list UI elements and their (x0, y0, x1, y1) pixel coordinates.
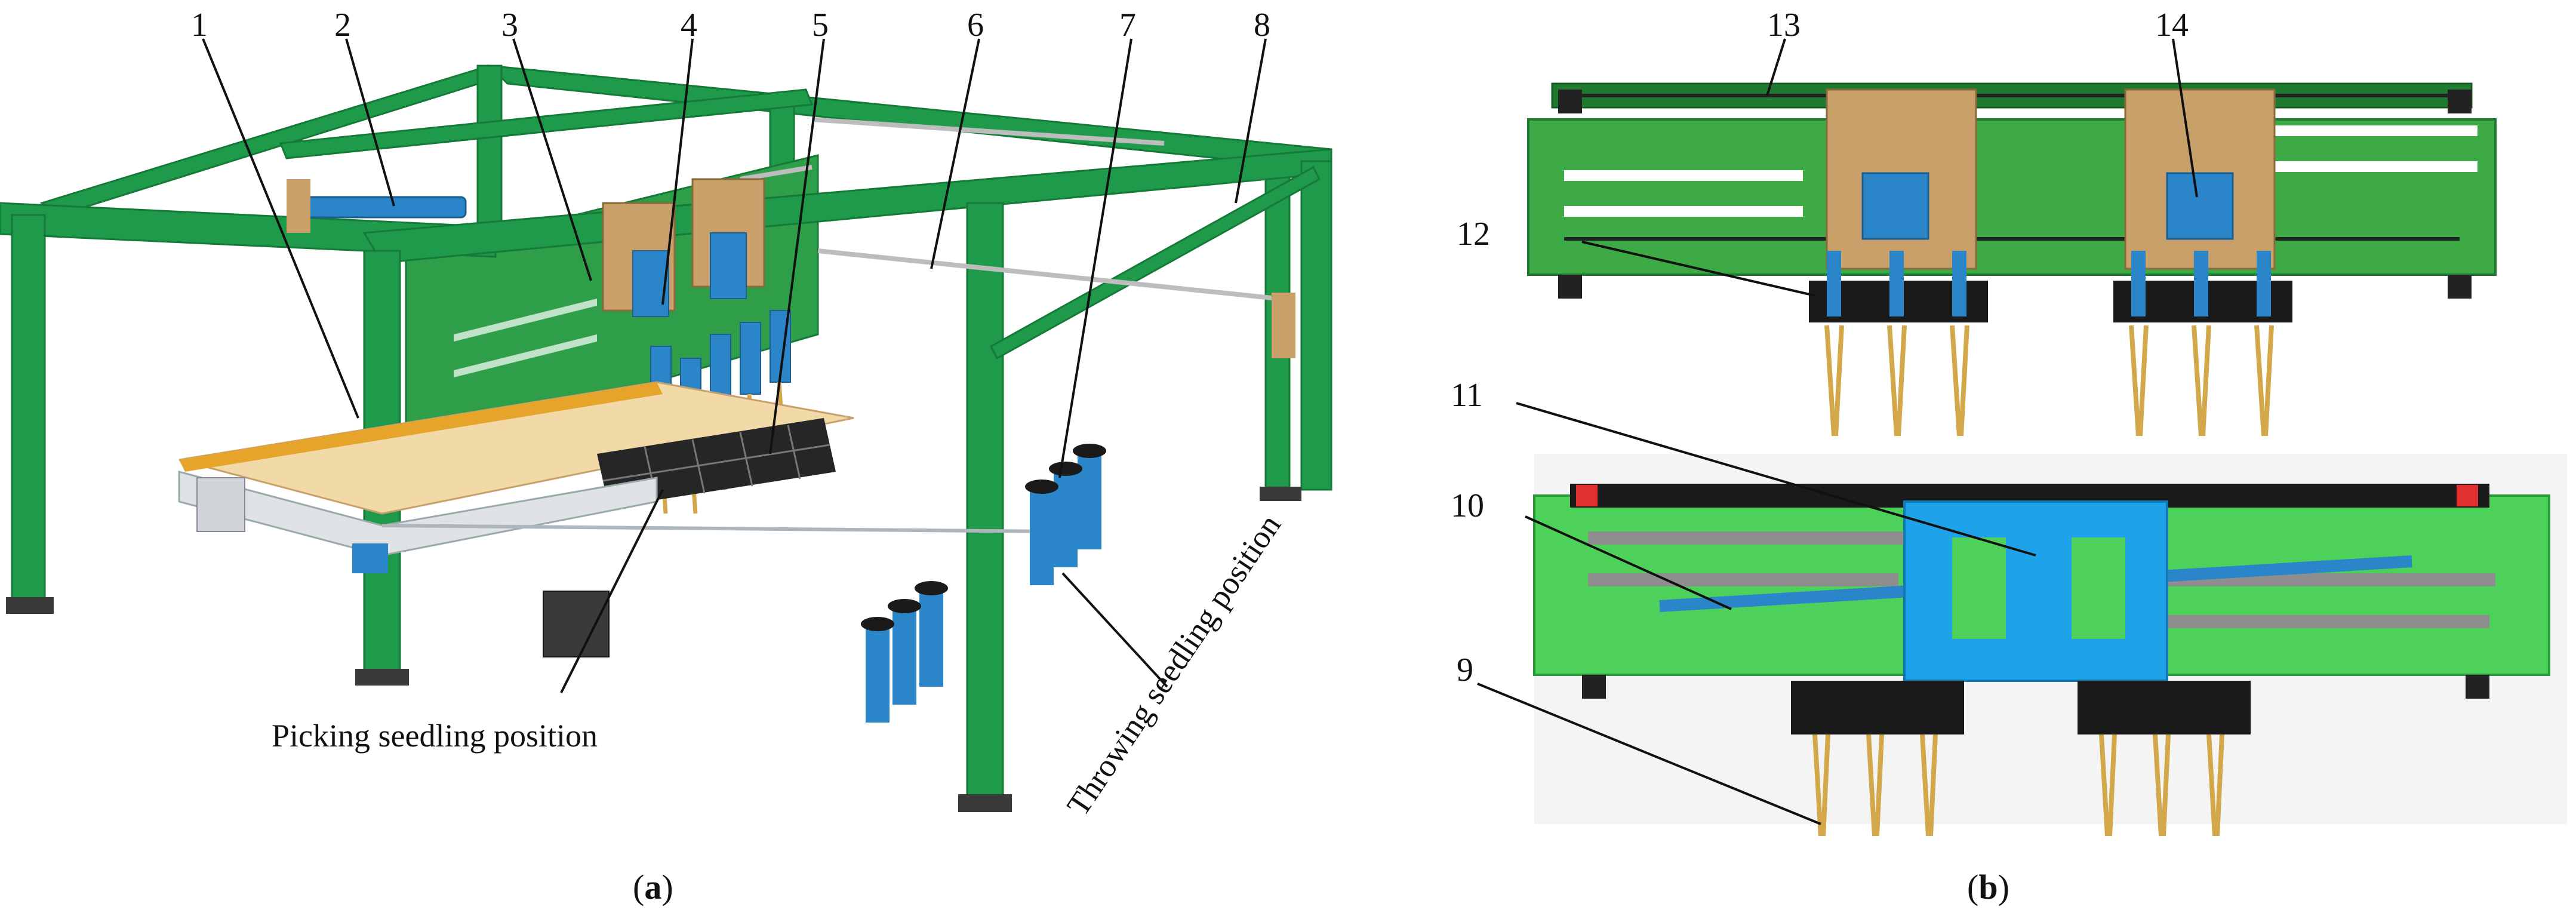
seedling-tray-conveyor (178, 381, 854, 515)
callout-13: 13 (1767, 7, 1801, 44)
callout-4: 4 (681, 7, 697, 44)
callout-12: 12 (1457, 216, 1490, 253)
seedling-cups-right (1025, 444, 1106, 585)
picking-module-bottom-view (1533, 454, 2567, 837)
guide-rails (740, 117, 1278, 301)
panel-b: 9 10 11 12 13 14 (b) (1451, 7, 2567, 906)
seedling-cups-left (861, 581, 948, 723)
feet (6, 487, 1301, 812)
panel-a-machine: 1 2 3 4 5 6 7 8 Picking seedling positio… (0, 7, 1332, 906)
leader-lines-a (202, 38, 1267, 693)
callout-8: 8 (1254, 7, 1270, 44)
caption-b: (b) (1967, 868, 2009, 906)
picking-seedling-position-label: Picking seedling position (272, 718, 598, 754)
caption-a: (a) (633, 868, 673, 906)
callout-9: 9 (1457, 651, 1473, 689)
throwing-seedling-position-label: Throwing seedling position (1060, 508, 1288, 822)
cylinder-x-axis (297, 196, 467, 219)
callout-6: 6 (967, 7, 984, 44)
callout-7: 7 (1119, 7, 1136, 44)
callout-3: 3 (501, 7, 518, 44)
callout-5: 5 (812, 7, 829, 44)
callout-1: 1 (191, 7, 208, 44)
back-frame (39, 64, 1332, 491)
callout-10: 10 (1451, 487, 1484, 524)
leader-lines-b (1477, 38, 2198, 825)
callout-11: 11 (1451, 377, 1483, 414)
callout-14: 14 (2155, 7, 2189, 44)
motor (543, 591, 610, 657)
callout-2: 2 (334, 7, 351, 44)
picking-module-top-view (1527, 82, 2497, 437)
